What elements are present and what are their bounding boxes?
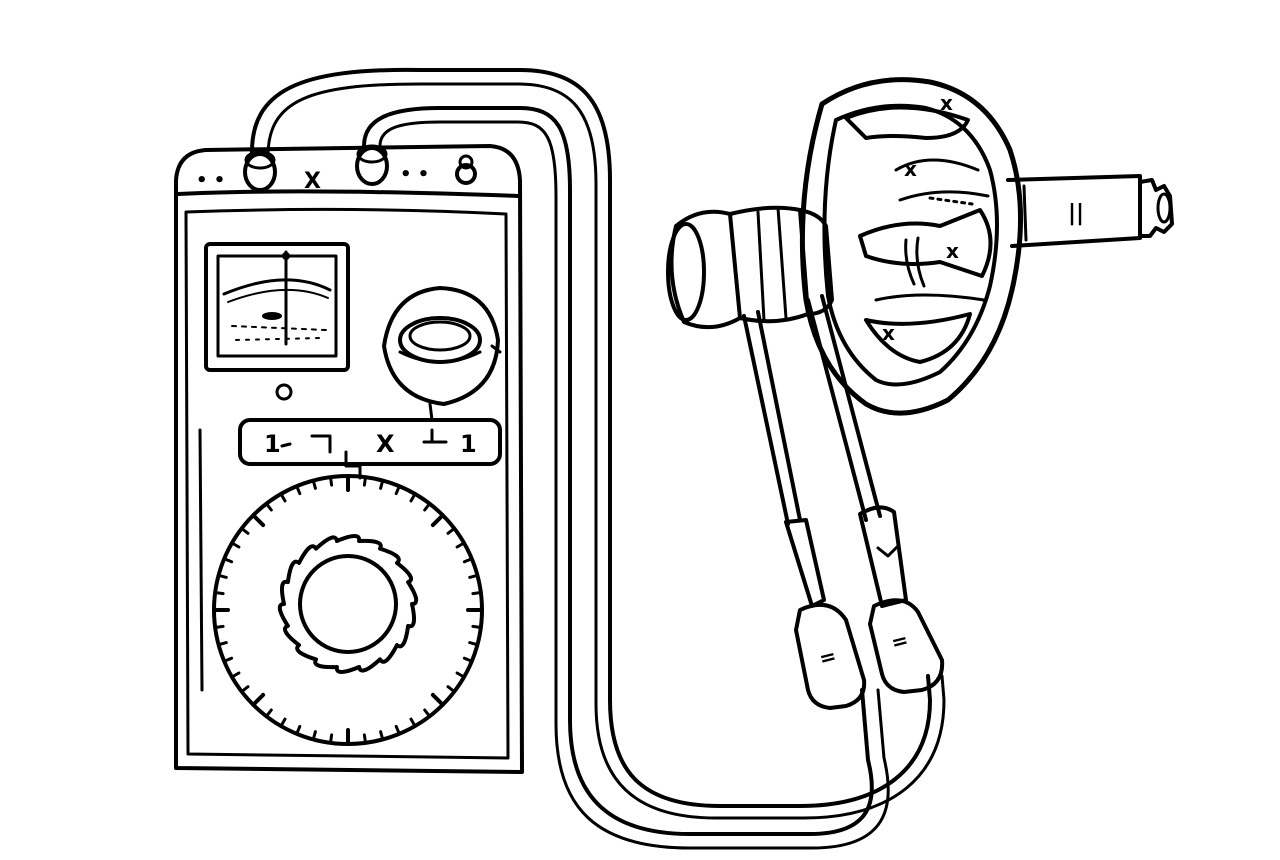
rotor-pole-mark-2: х <box>904 157 917 181</box>
gauge-scale-arc <box>222 278 332 296</box>
dial-ticks <box>212 474 484 746</box>
dial-tick <box>279 717 287 728</box>
dial-tick <box>471 624 483 629</box>
probe-right: = <box>806 294 945 694</box>
range-selector-knob <box>382 286 502 422</box>
dial-tick <box>409 717 417 728</box>
range-plate-label-right: 1 <box>460 430 477 458</box>
terminal-mark-center: X <box>304 169 321 194</box>
alternator-rotor: х х х х || <box>666 77 1174 416</box>
meter-zero-adjust-knob <box>455 154 477 185</box>
dial-tick <box>394 724 401 736</box>
dial-tick <box>295 484 302 496</box>
dial-tick <box>251 692 266 707</box>
dial-tick <box>394 484 401 496</box>
meter-terminal-left <box>243 150 277 192</box>
test-lead-2-inner <box>378 120 890 850</box>
dial-tick <box>468 573 479 579</box>
rotor-pole-finger-top <box>844 105 970 140</box>
dial-tick <box>213 624 225 629</box>
dial-tick <box>311 730 317 741</box>
dial-tick <box>423 708 432 718</box>
dial-tick <box>455 541 466 549</box>
dial-knob-center <box>298 554 398 654</box>
dial-tick <box>329 733 334 745</box>
meter-gauge <box>204 242 350 372</box>
test-meter: • • X • • 1 X <box>174 144 524 774</box>
dial-tick <box>462 557 474 564</box>
dial-tick <box>446 526 456 535</box>
terminal-mark-left: • • <box>196 170 225 191</box>
dial-tick <box>379 479 385 490</box>
dial-tick <box>251 513 266 528</box>
dial-tick <box>362 475 367 487</box>
test-leads <box>249 67 946 850</box>
probe-left: = <box>742 310 867 710</box>
dial-tick <box>217 573 228 579</box>
dial-tick <box>430 692 445 707</box>
dial-tick <box>264 708 273 718</box>
dial-tick <box>468 641 479 647</box>
dial-tick <box>471 591 483 596</box>
dial-tick <box>264 502 273 512</box>
rotor-pole-mark-3: х <box>946 239 959 263</box>
dial-tick <box>222 557 234 564</box>
meter-terminal-right <box>355 144 389 186</box>
rotor-pole-mark-4: х <box>882 321 895 345</box>
rotor-shaft <box>1006 174 1174 248</box>
test-probes: = = <box>742 294 945 710</box>
meter-side-line <box>198 428 204 692</box>
rotor-pole-finger-low <box>864 312 972 364</box>
dial-tick <box>409 492 417 503</box>
probe-right-mark: = <box>889 627 911 654</box>
dial-tick <box>230 541 241 549</box>
dial-tick <box>423 502 432 512</box>
dial-tick <box>295 724 302 736</box>
dial-knob-gear <box>277 534 419 674</box>
dial-tick <box>230 671 241 679</box>
terminal-mark-right: • • <box>400 164 429 185</box>
meter-case <box>174 144 524 774</box>
dial-tick <box>240 526 250 535</box>
meter-indicator-dot <box>275 383 293 401</box>
dial-tick <box>213 591 225 596</box>
dial-tick <box>379 730 385 741</box>
dial-tick <box>222 656 234 663</box>
dial-tick <box>240 685 250 694</box>
dial-tick <box>446 685 456 694</box>
rotor-pole-finger-mid <box>858 208 993 278</box>
dial-tick <box>329 475 334 487</box>
rotor-shaft-mark: || <box>1068 201 1084 226</box>
meter-face-panel <box>184 207 510 760</box>
adjustment-dial <box>212 474 484 746</box>
dial-tick <box>430 513 445 528</box>
rotor-pole-body <box>799 77 1023 416</box>
test-lead-1 <box>249 67 932 808</box>
test-lead-2 <box>362 106 874 836</box>
range-plate-label-left: 1 <box>264 430 281 458</box>
dial-tick <box>455 671 466 679</box>
dial-tick <box>311 479 317 490</box>
dial-tick <box>279 492 287 503</box>
rotor-pole-mark-1: х <box>940 91 953 115</box>
probe-left-mark: = <box>817 643 839 670</box>
dial-tick <box>462 656 474 663</box>
range-plate-label-center: X <box>376 430 395 458</box>
dial-tick <box>362 733 367 745</box>
meter-top-strip <box>176 189 520 198</box>
range-plate: 1 X 1 <box>238 418 502 480</box>
dial-tick <box>217 641 228 647</box>
